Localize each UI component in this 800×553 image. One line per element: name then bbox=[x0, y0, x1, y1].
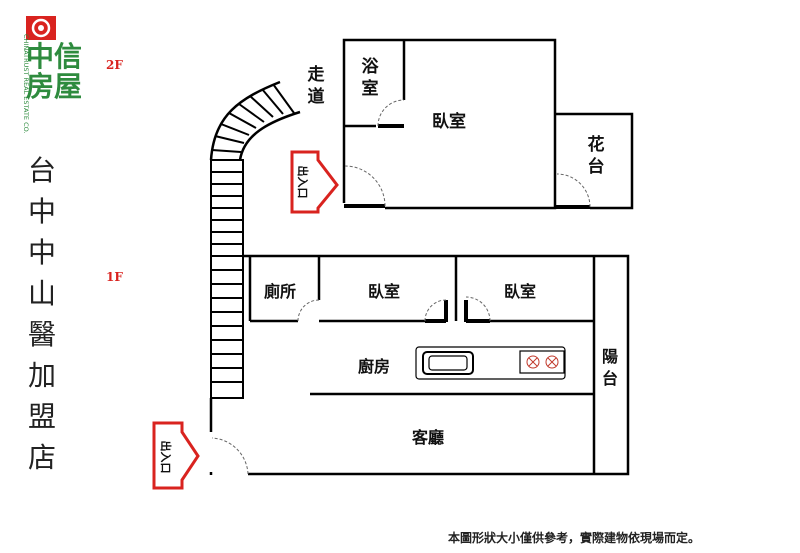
store-name: 台中中山醫加盟店 bbox=[27, 154, 56, 474]
stove bbox=[519, 350, 565, 374]
room-bathroom: 浴室 bbox=[361, 57, 379, 99]
door-arc-planter bbox=[556, 173, 591, 208]
burner-icon bbox=[545, 355, 559, 369]
kitchen-sink bbox=[422, 351, 474, 375]
room-kitchen: 廚房 bbox=[358, 357, 391, 376]
logo-title: 中信房屋 bbox=[26, 40, 83, 103]
room-living: 客廳 bbox=[412, 428, 445, 447]
counter bbox=[415, 346, 566, 380]
room-balcony: 陽台 bbox=[601, 347, 618, 388]
stair-curve-inner bbox=[238, 110, 301, 161]
door-arc-bedroom-b bbox=[465, 296, 491, 322]
door-arc-1f-entry bbox=[211, 437, 249, 475]
room-corridor: 走道 bbox=[307, 65, 325, 107]
floor-label-2f: 2F bbox=[106, 58, 123, 72]
entrance-arrow-2f bbox=[290, 150, 339, 214]
door-arc-2f-entry bbox=[344, 165, 386, 207]
door-arc-bath bbox=[377, 99, 405, 127]
logo-subtitle: CHINATRUST REAL ESTATE CO. bbox=[22, 34, 30, 134]
room-bedroom-2f: 臥室 bbox=[432, 112, 466, 132]
room-toilet: 廁所 bbox=[264, 282, 297, 301]
entrance-arrow-1f bbox=[152, 421, 200, 490]
room-bedroom-a: 臥室 bbox=[368, 282, 401, 301]
room-planter: 花台 bbox=[587, 135, 605, 177]
entrance-label-2f: 出入口 bbox=[296, 165, 309, 199]
door-arc-toilet bbox=[297, 299, 320, 322]
door-arc-bedroom-a bbox=[424, 299, 447, 322]
wall-planter bbox=[555, 112, 634, 210]
floor-label-1f: 1F bbox=[106, 270, 123, 284]
room-bedroom-b: 臥室 bbox=[504, 282, 537, 301]
logo-icon bbox=[26, 16, 56, 40]
wall-2f-main bbox=[342, 38, 557, 210]
stair-curve-outer bbox=[209, 80, 281, 161]
disclaimer: 本圖形狀大小僅供參考，實際建物依現場而定。 bbox=[448, 531, 701, 545]
entrance-label-1f: 出入口 bbox=[159, 440, 172, 474]
burner-icon bbox=[526, 355, 540, 369]
logo: 中信房屋 CHINATRUST REAL ESTATE CO. bbox=[10, 12, 100, 134]
wall-1f-outer bbox=[243, 254, 630, 476]
